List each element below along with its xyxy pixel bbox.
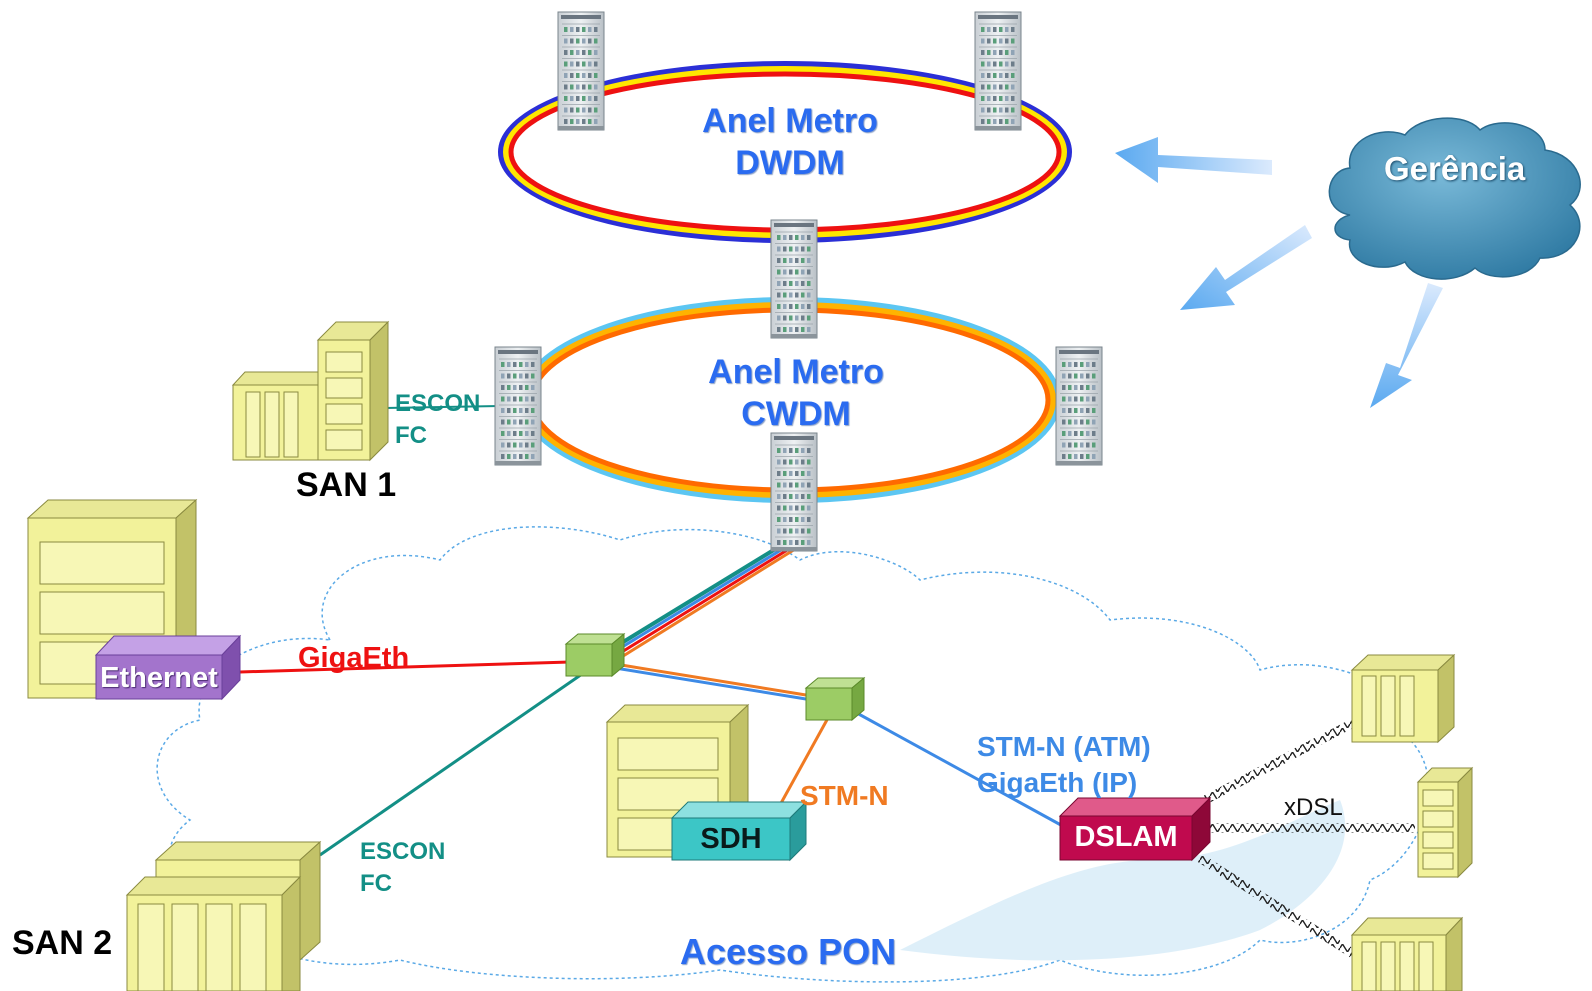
san2-link-label-1: ESCON: [360, 838, 446, 865]
dwdm-title-line1: Anel Metro: [702, 102, 878, 140]
stm-n-label: STM-N: [800, 780, 889, 811]
pon-label: Acesso PON: [680, 931, 897, 972]
xdsl-links: [1197, 718, 1415, 959]
dwdm-title-line2: DWDM: [735, 144, 845, 182]
link-rack-router-blue: [613, 540, 795, 654]
link-router-router-orange: [614, 662, 813, 698]
link-rack-router-orange: [619, 544, 801, 660]
router-icon: [564, 632, 626, 678]
san2-label: SAN 2: [12, 924, 113, 962]
link-escon-san2: [319, 670, 586, 857]
san1-label: SAN 1: [296, 466, 397, 504]
san1-link-label-1: ESCON: [395, 390, 481, 417]
dslam-link-label-1: STM-N (ATM): [977, 731, 1151, 762]
management-arrows: [1115, 137, 1443, 408]
link-gigaeth: [239, 660, 571, 674]
dwdm-title: Anel Metro DWDM: [680, 104, 900, 180]
san1-server: [231, 320, 390, 462]
sdh-label: SDH: [700, 823, 762, 855]
ethernet-box: [94, 634, 242, 701]
cwdm-title-line1: Anel Metro: [708, 353, 884, 391]
gigaeth-label: GigaEth: [298, 642, 410, 674]
sdh-box: [670, 800, 808, 862]
link-rack-router-teal: [608, 538, 792, 652]
client-server-bottom: [1350, 916, 1464, 991]
router-icon: [804, 676, 866, 722]
rack-cwdm-left: [494, 346, 542, 466]
dslam-label: DSLAM: [1074, 821, 1178, 853]
client-server-top: [1350, 653, 1456, 744]
link-rack-router-red: [616, 542, 798, 657]
san2-server: [125, 840, 322, 991]
link-escon-san1: [384, 405, 501, 409]
xdsl-label: xDSL: [1284, 794, 1343, 821]
dslam-box: [1058, 796, 1212, 862]
cwdm-title-line2: CWDM: [741, 395, 851, 433]
link-router-router-blue: [614, 666, 813, 702]
link-stm-n: [778, 717, 830, 806]
san2-link-label-2: FC: [360, 870, 392, 897]
client-server-middle: [1416, 766, 1474, 879]
link-dslam: [854, 710, 1071, 832]
rack-dwdm-right: [974, 11, 1022, 131]
access-network-cloud: [156, 526, 1430, 983]
arrow-icon: [1370, 283, 1443, 408]
links: [239, 405, 1071, 857]
san1-link-label-2: FC: [395, 422, 427, 449]
rack-shared: [770, 219, 818, 339]
rack-cwdm-bottom: [770, 432, 818, 552]
ethernet-label: Ethernet: [100, 662, 218, 694]
rack-cwdm-right: [1055, 346, 1103, 466]
arrow-icon: [1115, 137, 1272, 183]
dslam-link-label-2: GigaEth (IP): [977, 767, 1138, 799]
cloud-icon: [1328, 117, 1581, 280]
rack-dwdm-left: [557, 11, 605, 131]
management-label: Gerência: [1384, 150, 1526, 187]
arrow-icon: [1180, 225, 1312, 310]
dslam-link-label: STM-N (ATM) GigaEth (IP): [977, 729, 1151, 802]
cwdm-title: Anel Metro CWDM: [686, 355, 906, 431]
